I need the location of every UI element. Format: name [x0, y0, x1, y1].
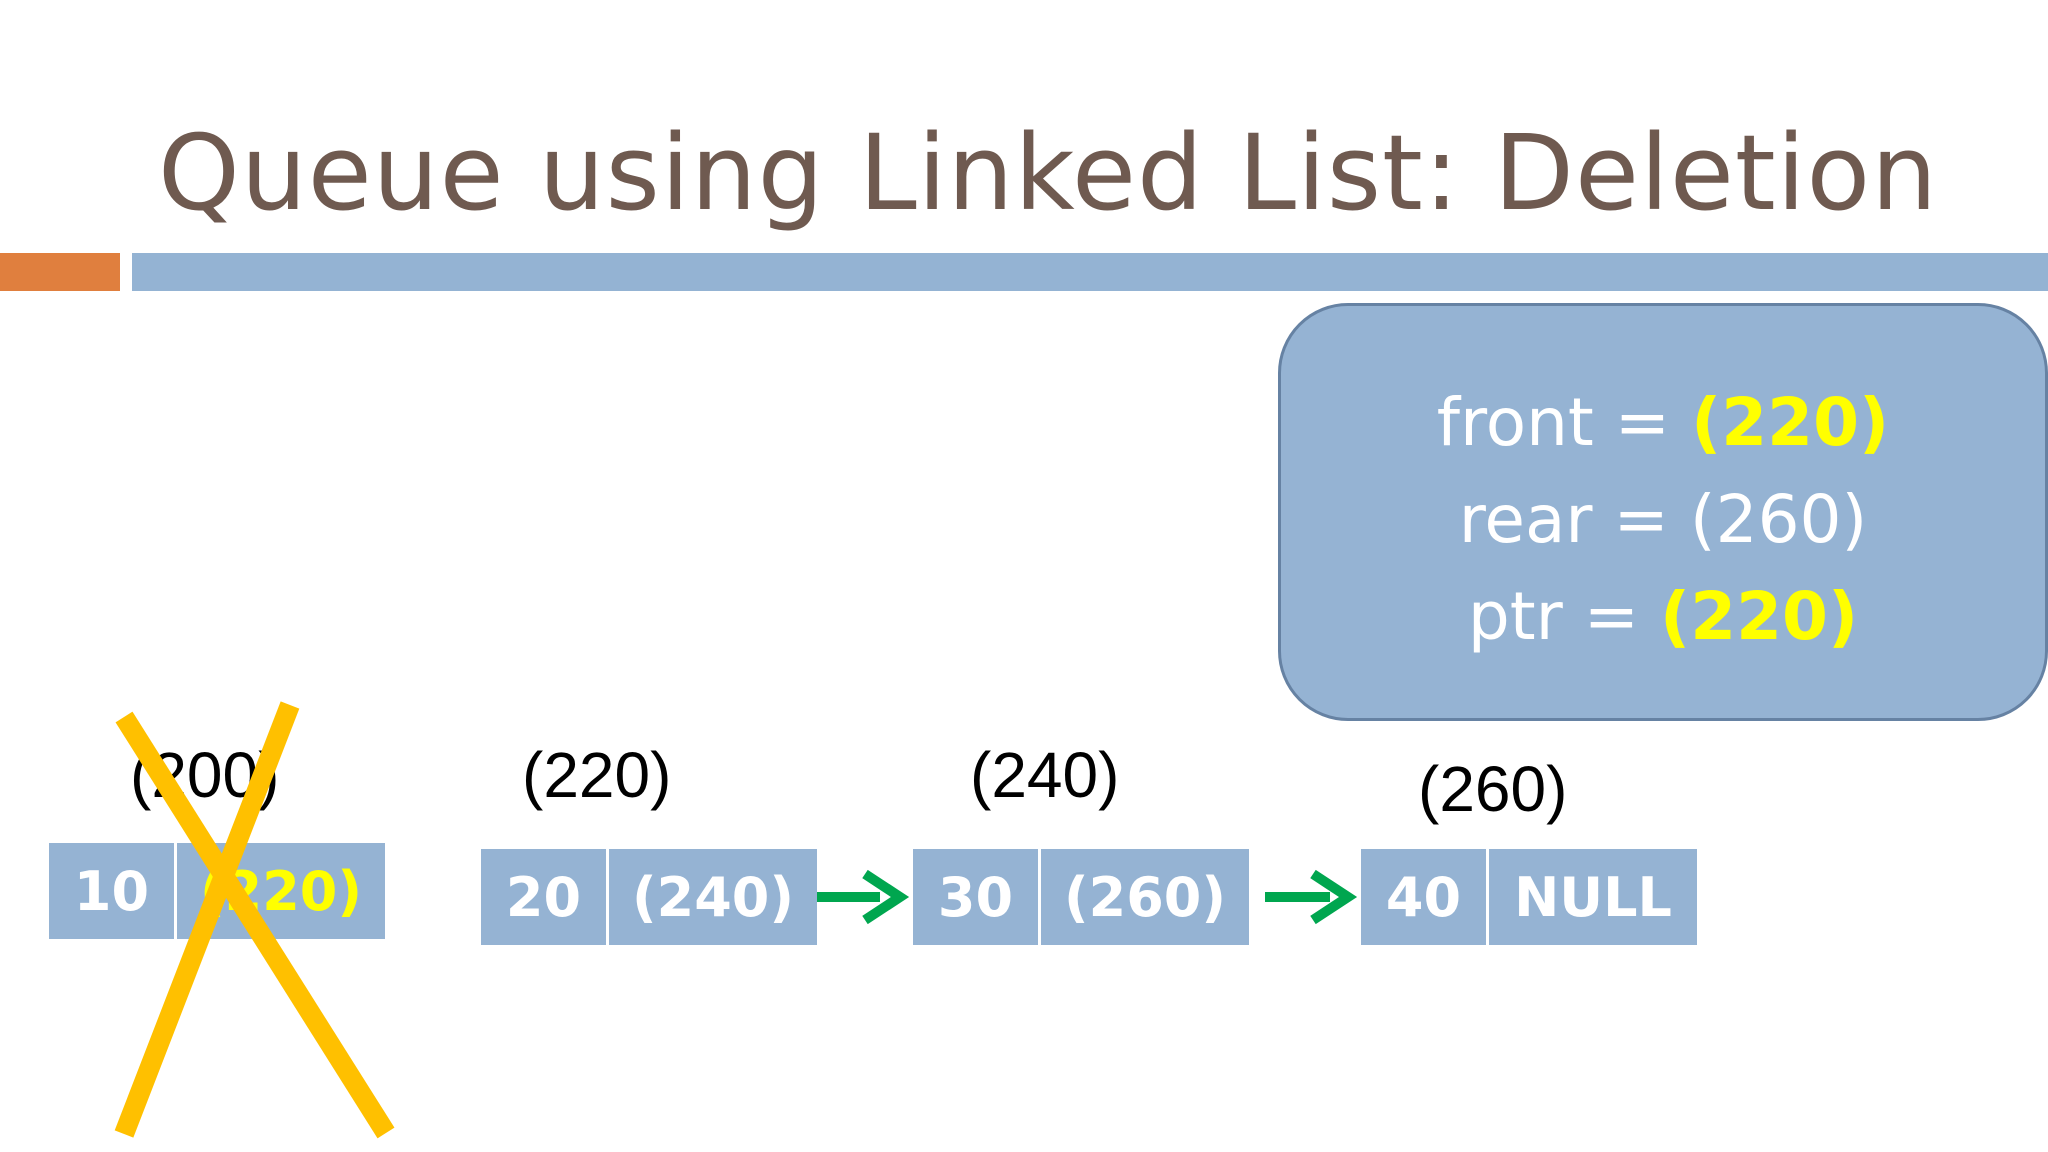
front-label: front =	[1436, 384, 1692, 461]
title-accent-bar-blue	[132, 253, 2048, 291]
front-value: (220)	[1691, 384, 1890, 461]
node-address-240: (240)	[970, 739, 1120, 811]
node-next-cell: NULL	[1489, 849, 1697, 945]
slide-title: Queue using Linked List: Deletion	[158, 112, 1939, 234]
rear-pointer-line: rear = (260)	[1281, 481, 2045, 558]
next-pointer-arrow-1	[817, 869, 910, 925]
pointer-info-box: front = (220) rear = (260) ptr = (220)	[1278, 303, 2048, 721]
node-next-cell: (240)	[609, 849, 817, 945]
node-data-cell: 20	[481, 849, 609, 945]
node-address-260: (260)	[1418, 753, 1568, 825]
ptr-label: ptr =	[1467, 578, 1661, 655]
node-data-cell: 30	[913, 849, 1041, 945]
title-accent-bar-orange	[0, 253, 120, 291]
node-address-220: (220)	[522, 739, 672, 811]
ptr-value: (220)	[1660, 578, 1859, 655]
front-pointer-line: front = (220)	[1281, 384, 2045, 461]
rear-value: (260)	[1689, 481, 1868, 558]
node-data-cell: 10	[49, 843, 177, 939]
node-data-cell: 40	[1361, 849, 1489, 945]
deleted-node-cross-mark	[114, 701, 395, 1139]
rear-label: rear =	[1458, 481, 1690, 558]
ptr-pointer-line: ptr = (220)	[1281, 578, 2045, 655]
list-node-240: 30 (260)	[913, 849, 1249, 945]
list-node-220: 20 (240)	[481, 849, 817, 945]
node-next-cell: (260)	[1041, 849, 1249, 945]
next-pointer-arrow-2	[1265, 869, 1358, 925]
list-node-260: 40 NULL	[1361, 849, 1697, 945]
